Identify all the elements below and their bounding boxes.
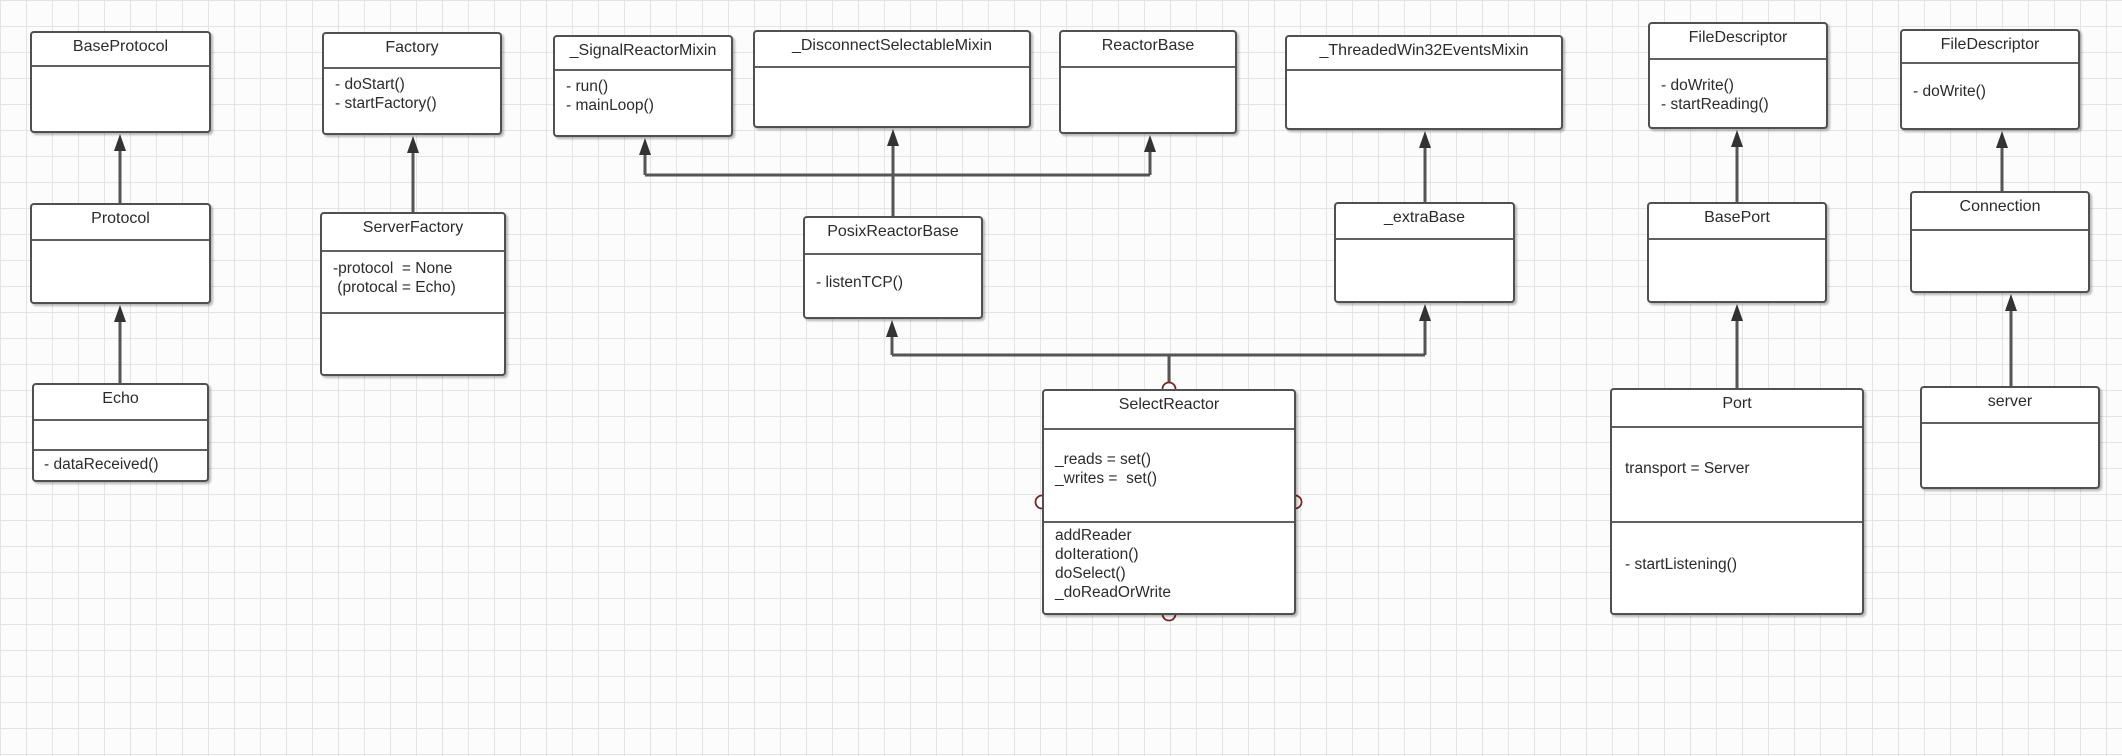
operation: - startReading(): [1661, 96, 1769, 113]
class-echo[interactable]: Echo - dataReceived(): [32, 383, 209, 482]
class-body: [1287, 71, 1561, 128]
class-operations: - run() - mainLoop(): [555, 71, 731, 135]
operation: - mainLoop(): [566, 97, 654, 114]
inheritance-arrowhead: [886, 320, 898, 337]
class-body: [1336, 240, 1513, 301]
attribute: (protocal = Echo): [333, 279, 456, 296]
inheritance-arrowhead: [114, 305, 126, 322]
class-operations: addReader doIteration() doSelect() _doRe…: [1044, 521, 1294, 613]
class-name: SelectReactor: [1044, 391, 1294, 430]
class-factory[interactable]: Factory - doStart() - startFactory(): [322, 32, 502, 135]
class-baseport[interactable]: BasePort: [1647, 202, 1827, 303]
class-name: PosixReactorBase: [805, 218, 981, 255]
class-name: FileDescriptor: [1902, 31, 2078, 64]
class-baseprotocol[interactable]: BaseProtocol: [30, 31, 211, 133]
class-connection[interactable]: Connection: [1910, 191, 2090, 293]
class-operations: - doWrite(): [1902, 64, 2078, 128]
operation: doIteration(): [1055, 546, 1139, 563]
class-operations: - doWrite() - startReading(): [1650, 60, 1826, 127]
attribute: transport = Server: [1625, 460, 1750, 477]
class-protocol[interactable]: Protocol: [30, 203, 211, 304]
inheritance-arrowhead: [1419, 304, 1431, 321]
class-body: [755, 68, 1029, 126]
class-body: [1912, 231, 2088, 291]
inheritance-arrowhead: [2005, 294, 2017, 311]
inheritance-arrowhead: [114, 134, 126, 151]
attribute: _writes = set(): [1055, 470, 1158, 487]
class-filedescriptor-b[interactable]: FileDescriptor - doWrite(): [1900, 29, 2080, 130]
inheritance-arrowhead: [1144, 135, 1156, 152]
operation: addReader: [1055, 527, 1132, 544]
class-name: _SignalReactorMixin: [555, 37, 731, 71]
operation: - startFactory(): [335, 95, 437, 112]
inheritance-arrowhead: [887, 129, 899, 146]
class-name: Protocol: [32, 205, 209, 241]
class-server[interactable]: server: [1920, 386, 2100, 489]
inheritance-arrowhead: [1996, 131, 2008, 148]
operation: - run(): [566, 78, 609, 95]
inheritance-arrowhead: [1731, 304, 1743, 321]
class-name: _extraBase: [1336, 204, 1513, 240]
class-name: Connection: [1912, 193, 2088, 231]
class-operations: - startListening(): [1612, 521, 1862, 613]
class-name: ServerFactory: [322, 214, 504, 252]
class-operations: - dataReceived(): [34, 449, 207, 478]
class-name: FileDescriptor: [1650, 24, 1826, 60]
class-attributes: transport = Server: [1612, 428, 1862, 521]
class-extrabase[interactable]: _extraBase: [1334, 202, 1515, 303]
attribute: _reads = set(): [1055, 451, 1152, 468]
class-name: BasePort: [1649, 204, 1825, 240]
inheritance-arrowhead: [1419, 131, 1431, 148]
class-serverfactory[interactable]: ServerFactory -protocol = None (protocal…: [320, 212, 506, 376]
class-body: [32, 67, 209, 131]
class-name: server: [1922, 388, 2098, 424]
class-operations: - listenTCP(): [805, 255, 981, 317]
class-name: Echo: [34, 385, 207, 421]
inheritance-arrowhead: [639, 138, 651, 155]
class-filedescriptor-a[interactable]: FileDescriptor - doWrite() - startReadin…: [1648, 22, 1828, 129]
class-threadedwin32eventsmixin[interactable]: _ThreadedWin32EventsMixin: [1285, 35, 1563, 130]
attribute: -protocol = None: [333, 260, 453, 277]
operation: _doReadOrWrite: [1055, 584, 1172, 601]
class-attributes: _reads = set() _writes = set(): [1044, 430, 1294, 521]
class-name: ReactorBase: [1061, 32, 1235, 68]
class-attributes: [34, 421, 207, 449]
class-disconnectselectablemixin[interactable]: _DisconnectSelectableMixin: [753, 30, 1031, 128]
class-name: _ThreadedWin32EventsMixin: [1287, 37, 1561, 71]
class-body: [1649, 240, 1825, 301]
class-name: BaseProtocol: [32, 33, 209, 67]
class-name: _DisconnectSelectableMixin: [755, 32, 1029, 68]
operation: - doWrite(): [1661, 77, 1734, 94]
class-operations: - doStart() - startFactory(): [324, 69, 500, 133]
class-port[interactable]: Port transport = Server - startListening…: [1610, 388, 1864, 615]
class-selectreactor[interactable]: SelectReactor _reads = set() _writes = s…: [1042, 389, 1296, 615]
class-name: Factory: [324, 34, 500, 69]
class-attributes: -protocol = None (protocal = Echo): [322, 252, 504, 312]
class-body: [1922, 424, 2098, 487]
operation: - doWrite(): [1913, 83, 1986, 100]
operation: - startListening(): [1625, 556, 1737, 573]
inheritance-arrowhead: [1731, 130, 1743, 147]
inheritance-arrowhead: [407, 136, 419, 153]
operation: doSelect(): [1055, 565, 1126, 582]
operation: - doStart(): [335, 76, 405, 93]
class-signalreactormixin[interactable]: _SignalReactorMixin - run() - mainLoop(): [553, 35, 733, 137]
operation: - listenTCP(): [816, 274, 903, 291]
class-posixreactorbase[interactable]: PosixReactorBase - listenTCP(): [803, 216, 983, 319]
class-body: [1061, 68, 1235, 132]
class-operations: [322, 312, 504, 374]
class-reactorbase[interactable]: ReactorBase: [1059, 30, 1237, 134]
class-body: [32, 241, 209, 302]
operation: - dataReceived(): [44, 456, 159, 473]
class-name: Port: [1612, 390, 1862, 428]
